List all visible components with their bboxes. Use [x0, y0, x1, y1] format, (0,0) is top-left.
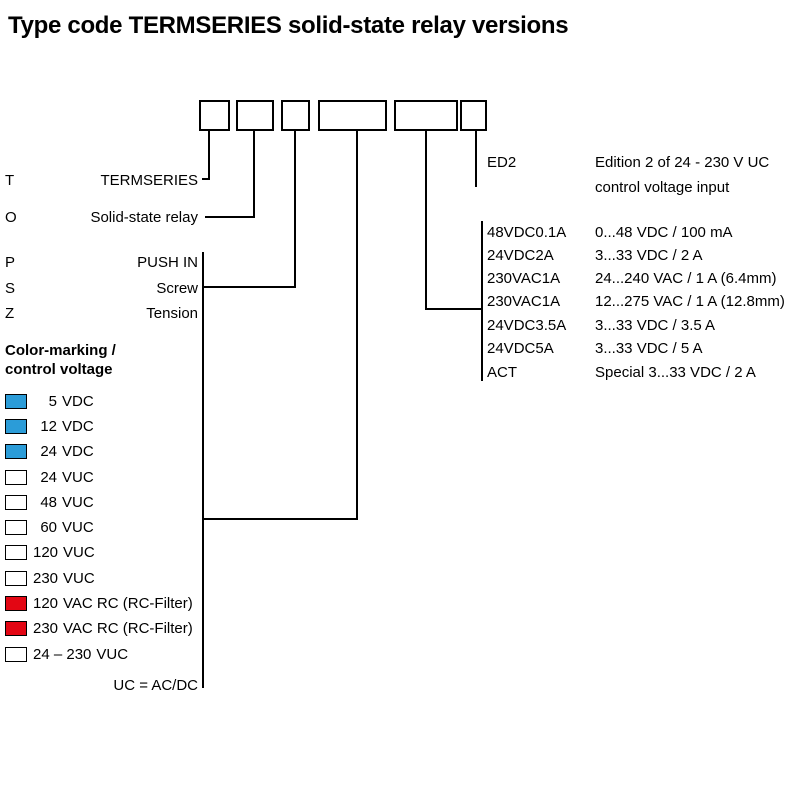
- legend-item: 12 VDC: [5, 418, 94, 435]
- code-letter: T: [5, 172, 15, 189]
- color-swatch: [5, 470, 27, 485]
- code-label: TERMSERIES: [100, 172, 198, 189]
- connector-line-box4-h: [203, 518, 358, 520]
- legend-unit: VAC RC (RC-Filter): [63, 620, 193, 637]
- connector-line-box5: [425, 131, 427, 310]
- connector-line-box3: [294, 131, 296, 288]
- option-code: 24VDC2A: [487, 247, 554, 264]
- legend-value: 24: [40, 469, 57, 486]
- color-swatch: [5, 571, 27, 586]
- legend-value: 12: [40, 418, 57, 435]
- legend-unit: VDC: [62, 418, 94, 435]
- type-code-row-o: O Solid-state relay: [5, 209, 198, 226]
- color-swatch: [5, 596, 27, 611]
- legend-item: 120 VAC RC (RC-Filter): [5, 595, 193, 612]
- legend-unit: VUC: [62, 469, 94, 486]
- option-desc: 0...48 VDC / 100 mA: [595, 224, 733, 241]
- legend-heading-line2: control voltage: [5, 361, 113, 378]
- option-code: 48VDC0.1A: [487, 224, 567, 241]
- color-swatch: [5, 394, 27, 409]
- connector-line-box1: [208, 131, 210, 180]
- option-desc: 3...33 VDC / 2 A: [595, 247, 703, 264]
- legend-unit: VDC: [62, 443, 94, 460]
- legend-item: 230 VUC: [5, 570, 95, 587]
- type-code-row-p: P PUSH IN: [5, 254, 198, 271]
- legend-item: 24 VUC: [5, 469, 94, 486]
- left-spine-line: [202, 252, 204, 688]
- legend-unit: VUC: [62, 519, 94, 536]
- legend-heading-line1: Color-marking /: [5, 342, 116, 359]
- color-swatch: [5, 520, 27, 535]
- legend-value: 48: [40, 494, 57, 511]
- type-code-box-3: [281, 100, 310, 131]
- legend-value: 120: [33, 595, 59, 612]
- legend-value: 5: [48, 393, 57, 410]
- type-code-box-6: [460, 100, 487, 131]
- legend-item: 5 VDC: [5, 393, 94, 410]
- color-swatch: [5, 545, 27, 560]
- legend-value: 120: [33, 544, 59, 561]
- option-desc-ed2-line2: control voltage input: [595, 179, 730, 196]
- legend-item: 60 VUC: [5, 519, 94, 536]
- legend-unit: VUC: [63, 570, 95, 587]
- connector-line-box2-h: [205, 216, 255, 218]
- option-code: 24VDC3.5A: [487, 317, 567, 334]
- code-label: Solid-state relay: [90, 209, 198, 226]
- connector-line-box4: [356, 131, 358, 520]
- legend-item: 230 VAC RC (RC-Filter): [5, 620, 193, 637]
- code-letter: P: [5, 254, 16, 271]
- legend-item: 24 VDC: [5, 443, 94, 460]
- option-code: 24VDC5A: [487, 340, 554, 357]
- legend-value: 230: [33, 570, 59, 587]
- code-letter: S: [5, 280, 16, 297]
- type-code-row-s: S Screw: [5, 280, 198, 297]
- option-code: 230VAC1A: [487, 270, 561, 287]
- legend-unit: VUC: [62, 494, 94, 511]
- color-swatch: [5, 419, 27, 434]
- legend-item: 24 – 230 VUC: [5, 646, 128, 663]
- option-code-ed2: ED2: [487, 154, 517, 171]
- legend-value: 24 – 230: [33, 646, 92, 663]
- legend-item: 48 VUC: [5, 494, 94, 511]
- code-letter: Z: [5, 305, 15, 322]
- type-code-box-4: [318, 100, 387, 131]
- code-label: Screw: [156, 280, 198, 297]
- code-label: PUSH IN: [137, 254, 198, 271]
- legend-unit: VUC: [96, 646, 129, 663]
- type-code-box-5: [394, 100, 458, 131]
- right-spine-line: [481, 221, 483, 381]
- option-desc: 24...240 VAC / 1 A (6.4mm): [595, 270, 777, 287]
- connector-line-box6: [475, 131, 477, 187]
- code-letter: O: [5, 209, 17, 226]
- legend-note: UC = AC/DC: [113, 677, 198, 694]
- option-desc: Special 3...33 VDC / 2 A: [595, 364, 756, 381]
- color-swatch: [5, 495, 27, 510]
- connector-line-box2: [253, 131, 255, 218]
- type-code-row-z: Z Tension: [5, 305, 198, 322]
- legend-unit: VAC RC (RC-Filter): [63, 595, 193, 612]
- connector-line-box5-h: [425, 308, 483, 310]
- legend-value: 60: [40, 519, 57, 536]
- legend-item: 120 VUC: [5, 544, 95, 561]
- option-desc-ed2-line1: Edition 2 of 24 - 230 V UC: [595, 154, 770, 171]
- option-desc: 12...275 VAC / 1 A (12.8mm): [595, 293, 785, 310]
- type-code-box-2: [236, 100, 274, 131]
- option-desc: 3...33 VDC / 3.5 A: [595, 317, 716, 334]
- legend-unit: VUC: [63, 544, 95, 561]
- page-title: Type code TERMSERIES solid-state relay v…: [8, 12, 569, 39]
- option-code: 230VAC1A: [487, 293, 561, 310]
- type-code-row-t: T TERMSERIES: [5, 172, 198, 189]
- legend-unit: VDC: [62, 393, 94, 410]
- legend-value: 24: [40, 443, 57, 460]
- connector-line-box1-h: [202, 178, 210, 180]
- option-code: ACT: [487, 364, 517, 381]
- color-swatch: [5, 444, 27, 459]
- legend-value: 230: [33, 620, 59, 637]
- color-swatch: [5, 621, 27, 636]
- code-label: Tension: [146, 305, 198, 322]
- color-swatch: [5, 647, 27, 662]
- type-code-box-1: [199, 100, 230, 131]
- connector-line-box3-h: [203, 286, 296, 288]
- option-desc: 3...33 VDC / 5 A: [595, 340, 703, 357]
